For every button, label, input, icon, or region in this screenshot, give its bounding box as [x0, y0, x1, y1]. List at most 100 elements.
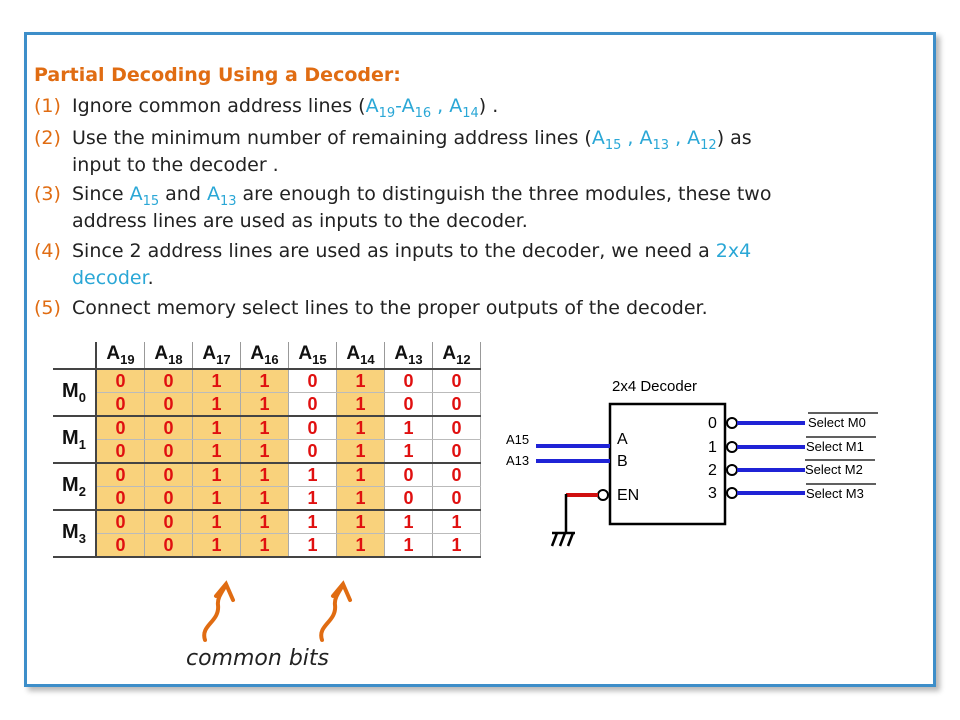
bit-cell: 0: [96, 463, 145, 487]
bit-cell: 1: [240, 510, 289, 534]
pin-label-a: A: [617, 431, 628, 448]
bit-cell: 0: [96, 486, 145, 511]
bit-cell: 1: [240, 369, 289, 393]
col-header-a17: A17: [192, 342, 241, 370]
bit-cell: 0: [432, 486, 481, 511]
bit-cell: 0: [96, 416, 145, 440]
col-header-a12: A12: [432, 342, 481, 370]
decoder-title: 2x4 Decoder: [612, 378, 697, 395]
output-1: [726, 441, 805, 453]
bit-cell: 0: [432, 369, 481, 393]
bit-cell: 1: [192, 392, 241, 417]
bit-cell: 0: [96, 369, 145, 393]
arrow-icon-left: [202, 580, 235, 642]
bit-cell: 1: [432, 533, 481, 558]
pin-label-out2: 2: [708, 462, 717, 479]
step-4-text: Since 2 address lines are used as inputs…: [72, 240, 752, 262]
step-5-text: Connect memory select lines to the prope…: [72, 297, 708, 319]
step-4-number: (4): [34, 240, 61, 262]
bit-cell: 0: [144, 463, 193, 487]
bit-cell: 1: [240, 463, 289, 487]
bit-cell: 1: [336, 510, 385, 534]
bit-cell: 1: [288, 510, 337, 534]
col-header-a18: A18: [144, 342, 193, 370]
bit-cell: 0: [144, 486, 193, 511]
table-header-row: A19 A18 A17 A16 A15 A14 A13 A12: [53, 342, 481, 370]
pin-label-b: B: [617, 453, 628, 470]
bit-cell: 1: [288, 533, 337, 558]
bit-cell: 0: [384, 369, 433, 393]
select-m3-label: Select M3: [806, 486, 864, 501]
bit-cell: 0: [96, 533, 145, 558]
bit-cell: 1: [432, 510, 481, 534]
pin-label-out0: 0: [708, 415, 717, 432]
bit-cell: 0: [144, 510, 193, 534]
common-bits-label: common bits: [186, 646, 329, 671]
bit-cell: 0: [144, 439, 193, 464]
bit-cell: 1: [240, 533, 289, 558]
bit-cell: 1: [336, 486, 385, 511]
input-label-a15: A15: [506, 432, 529, 447]
bit-cell: 1: [336, 416, 385, 440]
bit-cell: 1: [192, 369, 241, 393]
col-header-a19: A19: [96, 342, 145, 370]
step-5-number: (5): [34, 297, 61, 319]
step-3-text-line2: address lines are used as inputs to the …: [72, 210, 528, 232]
bit-cell: 0: [288, 392, 337, 417]
pin-label-out1: 1: [708, 439, 717, 456]
bit-cell: 0: [432, 392, 481, 417]
bit-cell: 1: [384, 533, 433, 558]
ground-icon: [550, 531, 575, 547]
bit-cell: 1: [192, 486, 241, 511]
step-2-text: Use the minimum number of remaining addr…: [72, 127, 752, 153]
step-3-text: Since A15 and A13 are enough to distingu…: [72, 183, 772, 209]
bit-cell: 1: [384, 510, 433, 534]
bit-cell: 1: [192, 510, 241, 534]
bit-cell: 0: [96, 439, 145, 464]
module-label-m3: M3: [53, 510, 97, 558]
bit-cell: 0: [96, 392, 145, 417]
select-m1-label: Select M1: [806, 439, 864, 454]
slide-title: Partial Decoding Using a Decoder:: [34, 64, 401, 86]
col-header-a15: A15: [288, 342, 337, 370]
bit-cell: 1: [288, 486, 337, 511]
step-2-number: (2): [34, 127, 61, 149]
bit-cell: 0: [144, 369, 193, 393]
bit-cell: 1: [384, 439, 433, 464]
bit-cell: 1: [336, 533, 385, 558]
col-header-a16: A16: [240, 342, 289, 370]
arrow-icon-right: [319, 580, 352, 642]
bit-cell: 1: [192, 439, 241, 464]
bit-cell: 1: [240, 416, 289, 440]
bit-cell: 0: [384, 486, 433, 511]
step-1-text: Ignore common address lines (A19-A16 , A…: [72, 95, 499, 121]
bit-cell: 1: [336, 439, 385, 464]
bit-cell: 1: [240, 486, 289, 511]
input-label-a13: A13: [506, 453, 529, 468]
bit-cell: 0: [288, 439, 337, 464]
col-header-a13: A13: [384, 342, 433, 370]
decoder-box: [608, 402, 727, 526]
bit-cell: 1: [384, 416, 433, 440]
bit-cell: 0: [144, 416, 193, 440]
bit-cell: 0: [432, 416, 481, 440]
en-bubble: [597, 489, 609, 501]
step-1-number: (1): [34, 95, 61, 117]
pin-label-out3: 3: [708, 485, 717, 502]
bit-cell: 1: [192, 416, 241, 440]
bit-cell: 0: [384, 392, 433, 417]
output-2: [726, 464, 805, 476]
bit-cell: 1: [240, 439, 289, 464]
bit-cell: 0: [96, 510, 145, 534]
module-label-m1: M1: [53, 416, 97, 464]
